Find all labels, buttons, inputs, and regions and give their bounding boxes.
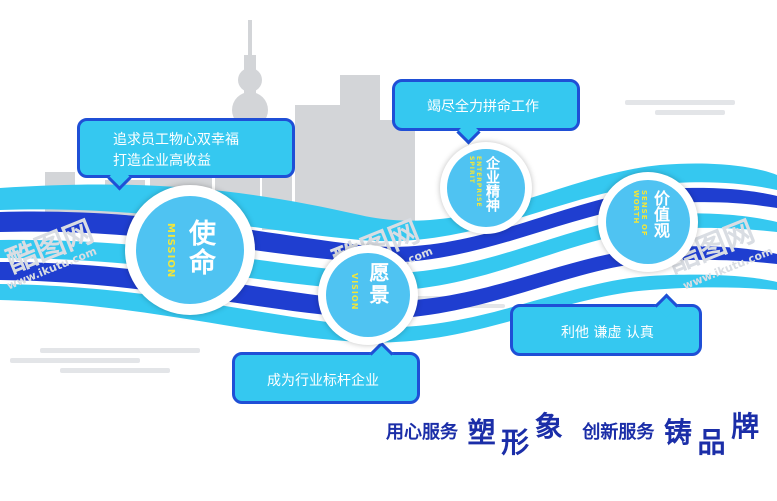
spirit-bubble: 竭尽全力拼命工作 bbox=[392, 79, 580, 131]
worth-bubble: 利他 谦虚 认真 bbox=[510, 304, 702, 356]
slogan-part-6: 铸 bbox=[663, 416, 692, 449]
worth-circle: 价值观 SENSE OF WORTH bbox=[598, 172, 698, 272]
spirit-circle: 企业精神 ENTERPRISE SPIRIT bbox=[440, 142, 532, 234]
slogan-part-8: 牌 bbox=[731, 410, 760, 443]
slogan-part-5: 创新服务 bbox=[582, 422, 655, 443]
worth-english: SENSE OF WORTH bbox=[632, 190, 648, 237]
vision-english: VISION bbox=[350, 273, 359, 311]
slogan-part-3: 形 bbox=[501, 426, 530, 459]
vision-bubble: 成为行业标杆企业 bbox=[232, 352, 420, 404]
mission-text-line-2: 打造企业高收益 bbox=[113, 153, 211, 169]
mission-bubble: 追求员工物心双幸福 打造企业高收益 bbox=[77, 118, 295, 178]
slogan: 用心服务 塑 形 象 创新服务 铸 品 牌 bbox=[386, 405, 759, 461]
mission-text-line-1: 追求员工物心双幸福 bbox=[113, 132, 239, 148]
slogan-part-2: 塑 bbox=[467, 416, 496, 449]
mission-english: MISSION bbox=[165, 223, 176, 279]
worth-text: 利他 谦虚 认真 bbox=[561, 325, 654, 341]
mission-circle: 使命 MISSION bbox=[125, 185, 255, 315]
mission-title: 使命 bbox=[184, 219, 215, 277]
vision-circle: 愿景 VISION bbox=[318, 245, 418, 345]
spirit-english: ENTERPRISE SPIRIT bbox=[468, 156, 482, 208]
worth-title: 价值观 bbox=[651, 190, 670, 238]
spirit-text: 竭尽全力拼命工作 bbox=[427, 99, 539, 115]
slogan-part-1: 用心服务 bbox=[386, 422, 458, 443]
slogan-part-4: 象 bbox=[534, 410, 563, 443]
vision-text: 成为行业标杆企业 bbox=[267, 373, 379, 389]
slogan-part-7: 品 bbox=[697, 426, 726, 459]
spirit-title: 企业精神 bbox=[484, 156, 500, 212]
vision-title: 愿景 bbox=[366, 262, 390, 306]
